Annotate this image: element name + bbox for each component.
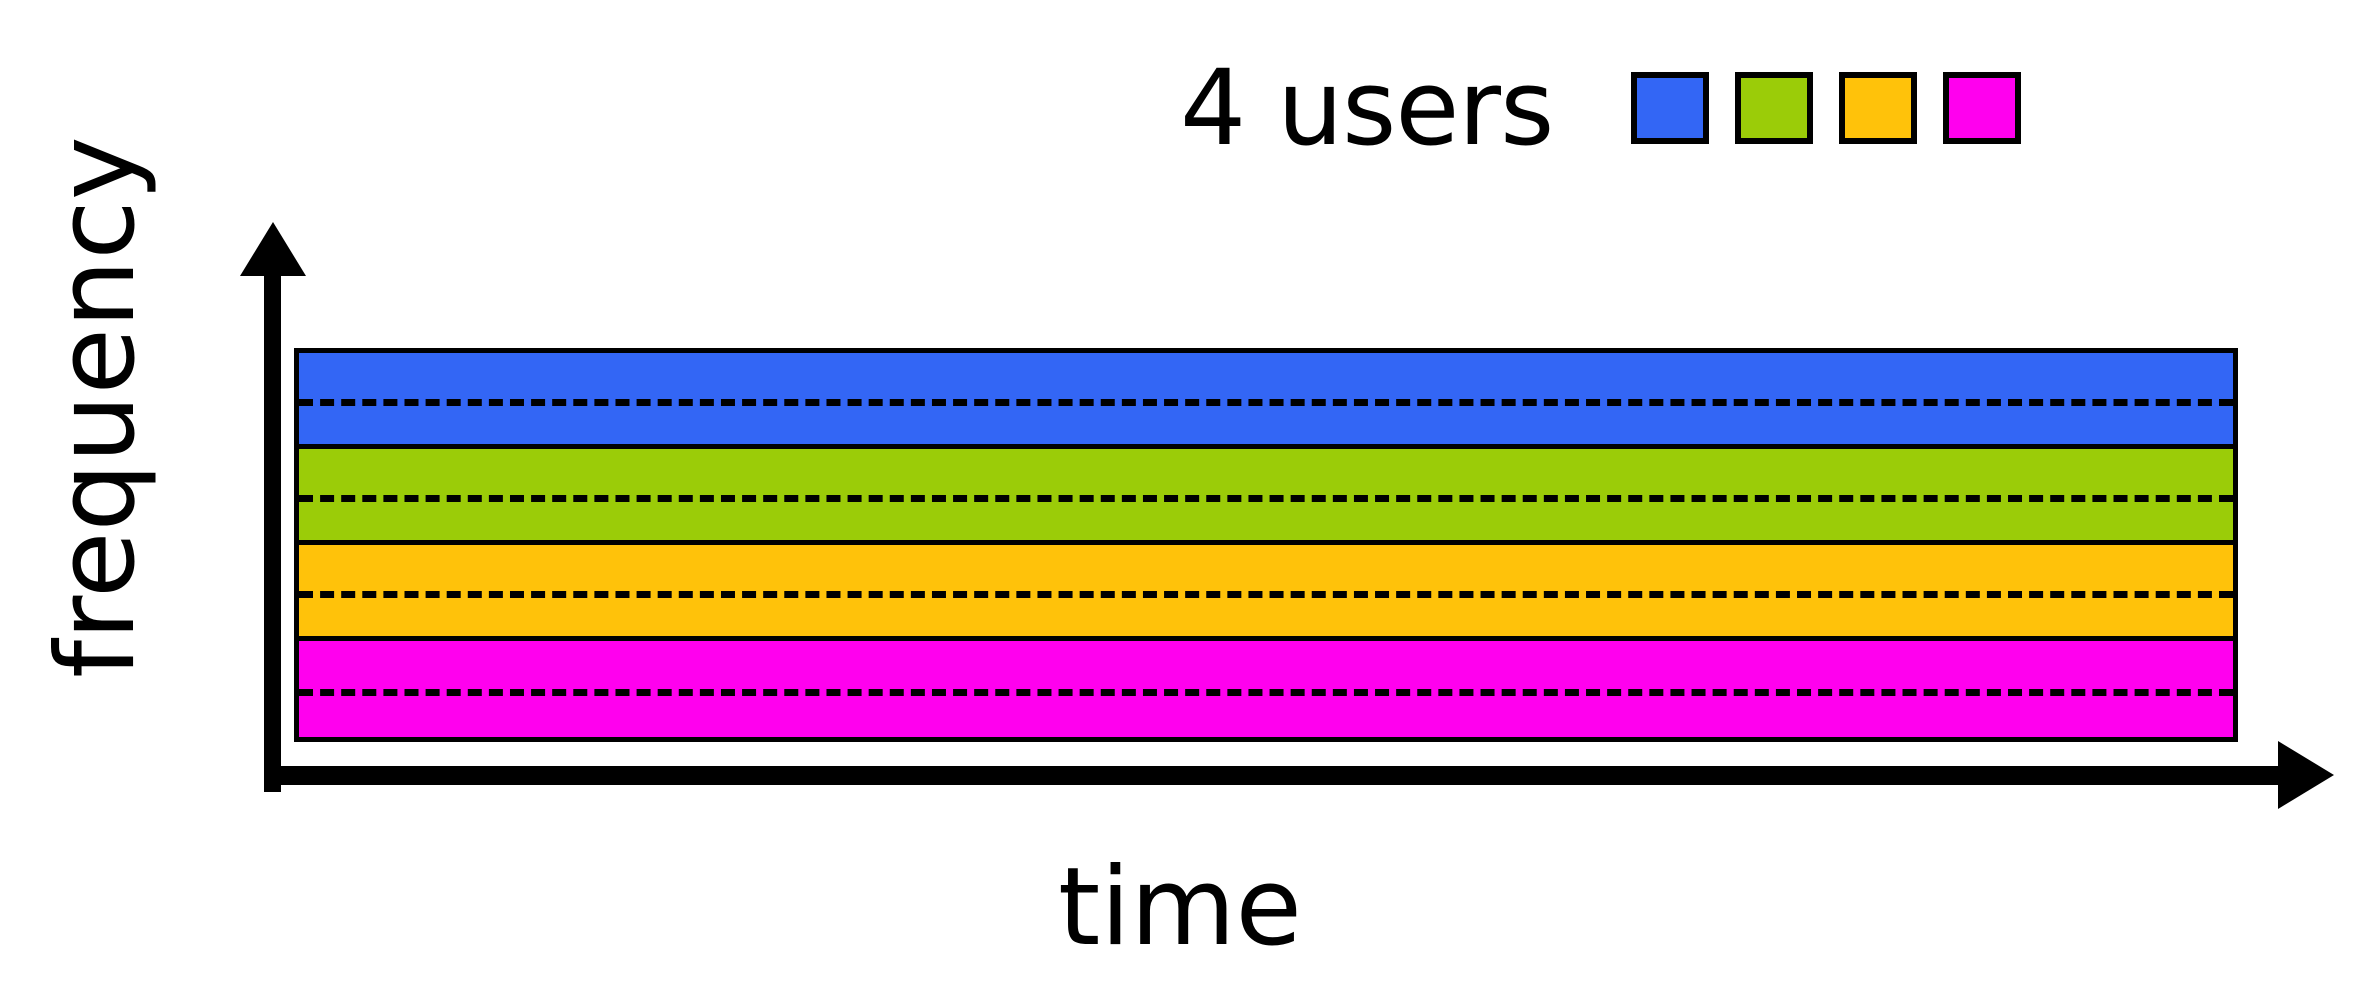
x-axis-line: [264, 766, 2284, 785]
legend-swatch-green: [1735, 72, 1814, 144]
legend: 4 users: [1180, 48, 2300, 168]
x-axis-arrowhead-icon: [2278, 741, 2334, 809]
user-4-band: [299, 641, 2233, 737]
user-1-band: [299, 353, 2233, 449]
legend-swatch-group: [1631, 72, 2022, 144]
y-axis-line: [264, 258, 281, 792]
legend-swatch-yellow: [1839, 72, 1918, 144]
user-3-band-midline: [299, 590, 2233, 598]
legend-swatch-blue: [1631, 72, 1710, 144]
user-2-band-midline: [299, 494, 2233, 502]
user-3-band: [299, 545, 2233, 641]
x-axis-title: time: [1057, 845, 1302, 970]
legend-swatch-magenta: [1943, 72, 2022, 144]
y-axis-title: frequency: [34, 136, 159, 678]
legend-label: 4 users: [1180, 47, 1554, 169]
user-1-band-midline: [299, 398, 2233, 406]
user-4-band-midline: [299, 689, 2233, 696]
resource-grid-plot: [294, 348, 2238, 742]
user-2-band: [299, 449, 2233, 545]
